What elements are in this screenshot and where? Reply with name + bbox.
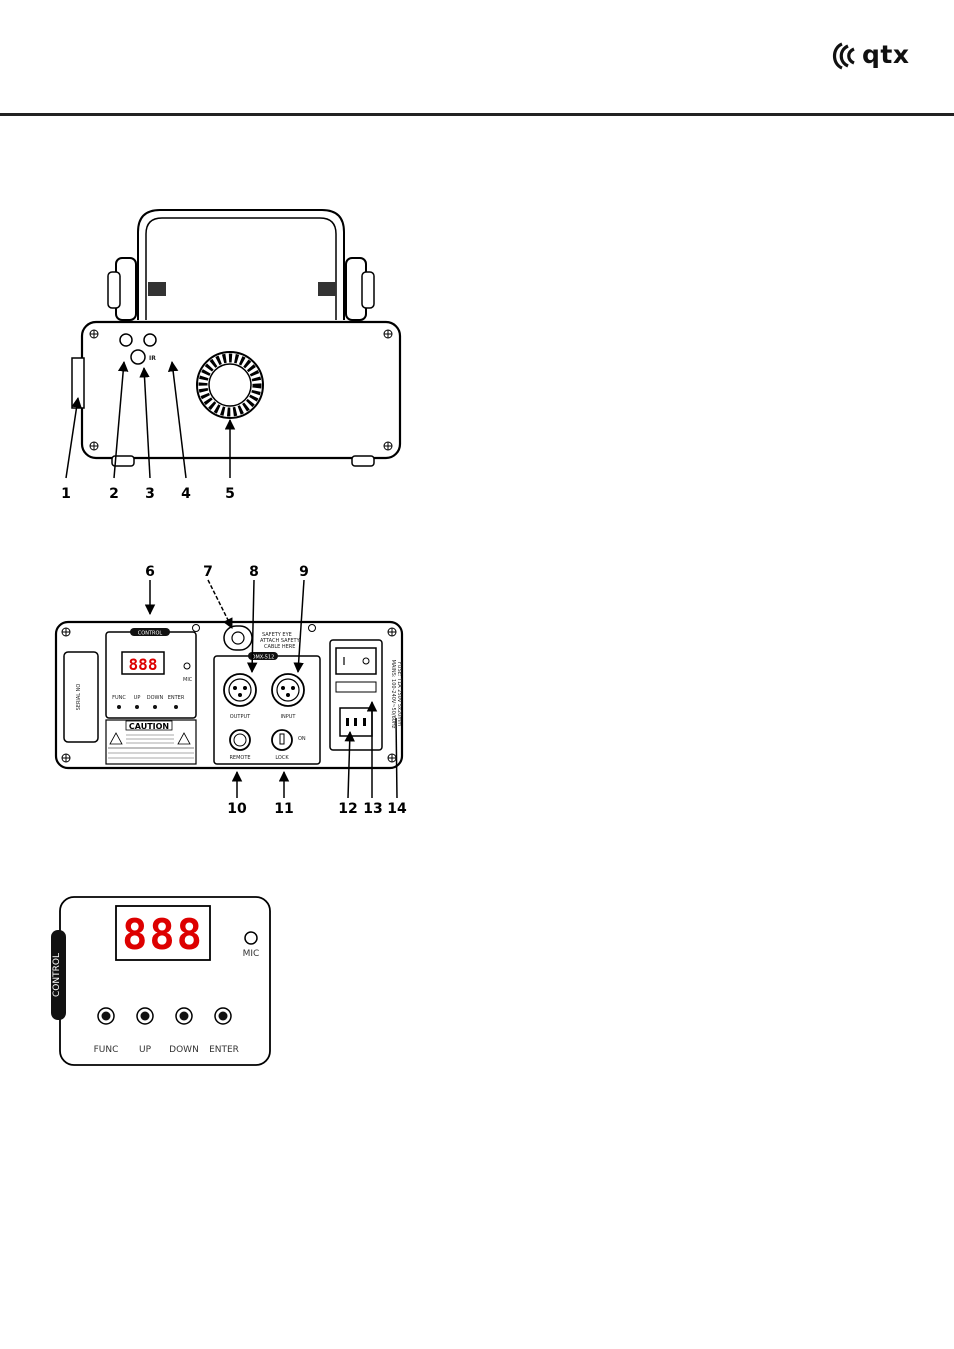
callout-1: 1: [61, 486, 71, 502]
rear-btn-func-label: FUNC: [112, 695, 126, 701]
sound-led-icon: [144, 334, 156, 346]
panel-led-display: 888: [122, 910, 204, 959]
control-panel-diagram: CONTROL 888 MIC FUNC UP DOWN ENTER: [51, 897, 270, 1065]
output-label: OUTPUT: [230, 714, 251, 720]
panel-control-label: CONTROL: [52, 953, 62, 997]
enter-button[interactable]: [215, 1008, 231, 1024]
rear-control-label: CONTROL: [138, 631, 163, 637]
mains-label: MAINS: 100-240V~50/60Hz: [390, 660, 396, 729]
input-label: INPUT: [281, 714, 297, 720]
mic-icon: [245, 932, 257, 944]
dmx-label: DMX-512: [252, 655, 275, 661]
dmx-input-connector-icon: [272, 674, 304, 706]
laser-aperture-icon: [197, 352, 263, 418]
power-switch-icon: [336, 648, 376, 674]
lock-label: LOCK: [275, 755, 289, 761]
fuse-label: FUSE: T1A 250V 5x20mm: [396, 662, 402, 726]
rear-btn-up-label: UP: [134, 695, 141, 701]
func-button[interactable]: [98, 1008, 114, 1024]
up-label: UP: [139, 1045, 152, 1055]
rear-view-diagram: SERIAL NO CONTROL 888 MIC FUNC UP DOWN E…: [56, 564, 407, 817]
power-led-icon: [120, 334, 132, 346]
front-view-diagram: IR 1 2 3 4 5: [61, 210, 400, 502]
ir-label: IR: [149, 355, 156, 362]
up-button[interactable]: [137, 1008, 153, 1024]
callout-14: 14: [387, 801, 407, 817]
down-button[interactable]: [176, 1008, 192, 1024]
func-label: FUNC: [94, 1045, 119, 1055]
callout-8: 8: [249, 564, 259, 580]
serial-label: SERIAL NO: [76, 684, 82, 711]
rear-btn-enter-label: ENTER: [168, 695, 185, 701]
enter-label: ENTER: [209, 1045, 239, 1055]
dmx-output-connector-icon: [224, 674, 256, 706]
on-label: ON: [298, 736, 306, 742]
safety-eye-line-3: CABLE HERE: [264, 644, 295, 650]
rear-btn-down-label: DOWN: [147, 695, 164, 701]
callout-11: 11: [274, 801, 293, 817]
rear-mic-label: MIC: [183, 677, 193, 683]
callout-12: 12: [338, 801, 357, 817]
callout-3: 3: [145, 486, 155, 502]
fuse-holder-icon: [336, 682, 376, 692]
caution-label: CAUTION: [129, 722, 169, 731]
callout-10: 10: [227, 801, 247, 817]
callout-5: 5: [225, 486, 235, 502]
callout-6: 6: [145, 564, 155, 580]
callout-2: 2: [109, 486, 119, 502]
panel-mic-label: MIC: [243, 949, 260, 959]
remote-label: REMOTE: [229, 755, 250, 761]
callout-4: 4: [181, 486, 191, 502]
ir-sensor-icon: [131, 350, 145, 364]
rear-led-display: 888: [129, 655, 158, 674]
callout-7: 7: [203, 564, 213, 580]
down-label: DOWN: [169, 1045, 199, 1055]
callout-13: 13: [363, 801, 382, 817]
callout-9: 9: [299, 564, 309, 580]
